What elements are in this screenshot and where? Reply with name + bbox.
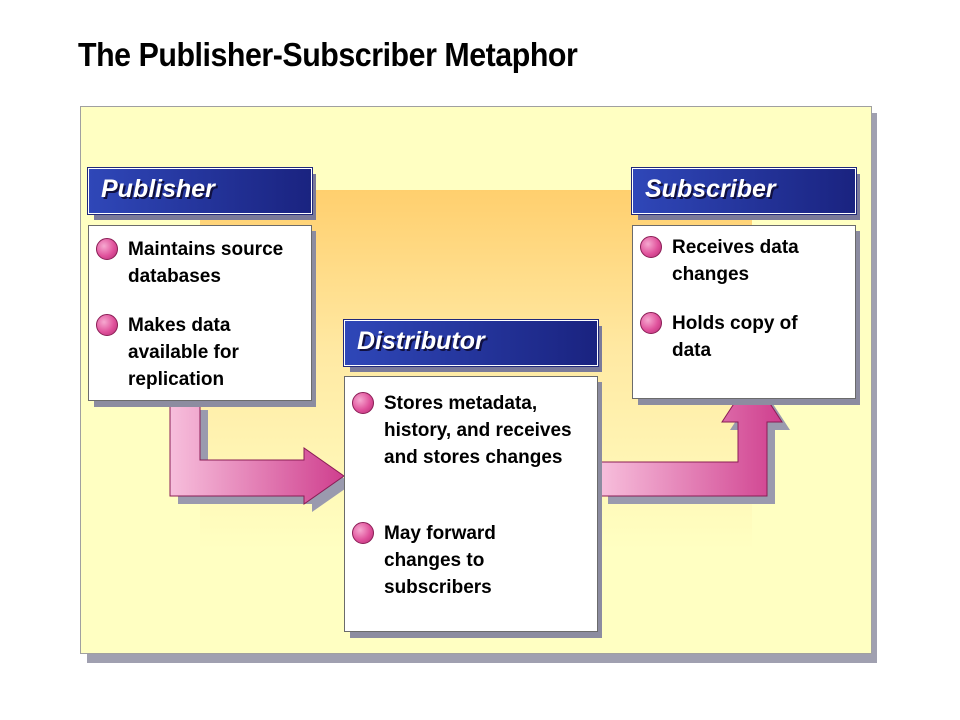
publisher-label: Publisher bbox=[101, 175, 215, 203]
distributor-item-text: Stores metadata, history, and receives a… bbox=[384, 393, 572, 468]
bullet-icon bbox=[96, 238, 118, 260]
publisher-item-text: Makes data available for replication bbox=[128, 315, 239, 390]
bullet-icon bbox=[352, 392, 374, 414]
bullet-icon bbox=[640, 312, 662, 334]
bullet-icon bbox=[640, 236, 662, 258]
distributor-header: Distributor bbox=[343, 319, 599, 367]
list-item: Makes data available for replication bbox=[96, 312, 286, 393]
publisher-item-text: Maintains source databases bbox=[128, 239, 284, 287]
list-item: Holds copy of data bbox=[640, 310, 830, 364]
list-item: Stores metadata, history, and receives a… bbox=[352, 390, 596, 471]
publisher-header: Publisher bbox=[87, 167, 313, 215]
page-title: The Publisher-Subscriber Metaphor bbox=[78, 36, 578, 73]
arrow-publisher-to-distributor bbox=[169, 401, 345, 505]
subscriber-label: Subscriber bbox=[645, 175, 776, 203]
publisher-box bbox=[88, 225, 312, 401]
distributor-label: Distributor bbox=[357, 327, 485, 355]
bullet-icon bbox=[352, 522, 374, 544]
subscriber-box bbox=[632, 225, 856, 399]
list-item: May forward changes to subscribers bbox=[352, 520, 542, 601]
subscriber-item-text: Receives data changes bbox=[672, 237, 799, 285]
bullet-icon bbox=[96, 314, 118, 336]
distributor-item-text: May forward changes to subscribers bbox=[384, 523, 496, 598]
list-item: Maintains source databases bbox=[96, 236, 314, 290]
subscriber-item-text: Holds copy of data bbox=[672, 313, 798, 361]
distributor-box bbox=[344, 376, 598, 632]
list-item: Receives data changes bbox=[640, 234, 830, 288]
subscriber-header: Subscriber bbox=[631, 167, 857, 215]
